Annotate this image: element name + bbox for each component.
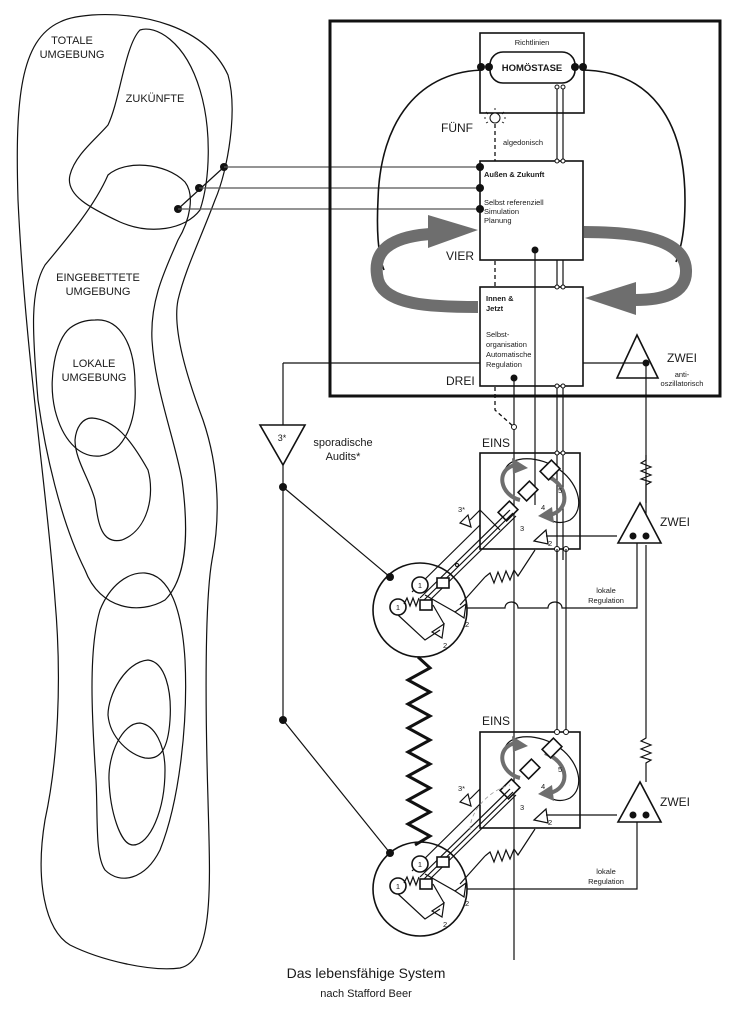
diagram-subtitle: nach Stafford Beer: [320, 988, 412, 1000]
op1-num-2: 2: [548, 539, 552, 548]
op1-unit-num-1a: 1: [418, 581, 422, 590]
system3-box: [479, 286, 584, 387]
local-sub-outline-2b: [108, 722, 166, 846]
system4-label: VIER: [446, 249, 474, 263]
op2-damper-icon: [639, 733, 653, 782]
op1-system2-triangle: [616, 501, 663, 544]
local-environment-outline-2: [91, 572, 187, 879]
system4-box: [479, 160, 584, 261]
system3-line-2: organisation: [486, 340, 527, 349]
system2-label: ZWEI: [667, 351, 697, 365]
system2-note-2: oszillatorisch: [661, 379, 704, 388]
system4-line-2: Simulation: [484, 207, 519, 216]
op2-unit-num-1a: 1: [418, 860, 422, 869]
label-total-environment-1: TOTALE: [51, 35, 93, 47]
label-total-environment-2: UMGEBUNG: [40, 49, 105, 61]
op2-unit-num-1b: 1: [396, 882, 400, 891]
op2-unit-num-2b: 2: [443, 920, 447, 929]
arrowhead-right-icon: [428, 215, 478, 248]
audit-symbol: 3*: [278, 433, 287, 443]
local-sub-outline-2a: [107, 659, 171, 759]
op1-unit-num-2b: 2: [443, 641, 447, 650]
op1-num-5: 5: [558, 486, 562, 495]
op1-system2-label: ZWEI: [660, 515, 690, 529]
system3-title-1: Innen &: [486, 294, 514, 303]
label-futures: ZUKÜNFTE: [126, 93, 185, 105]
op1-local-regulation-1: lokale: [596, 586, 616, 595]
op2-system2-label: ZWEI: [660, 795, 690, 809]
op2-num-5: 5: [558, 765, 562, 774]
audit-label-2: Audits*: [326, 451, 362, 463]
system3-line-4: Regulation: [486, 360, 522, 369]
environment-region: TOTALE UMGEBUNG ZUKÜNFTE EINGEBETTETE UM…: [16, 14, 233, 970]
system3-label: DREI: [446, 374, 475, 388]
op2-num-4: 4: [541, 782, 545, 791]
system3-line-1: Selbst-: [486, 330, 510, 339]
system4-line-1: Selbst referenziell: [484, 198, 544, 207]
system3-title-2: Jetzt: [486, 304, 504, 313]
operation-2-management-box: [479, 731, 581, 829]
system4-line-3: Planung: [484, 216, 512, 225]
audit-label-1: sporadische: [313, 437, 372, 449]
system5-label: FÜNF: [441, 121, 473, 135]
homeostat-loop-arrows: [370, 215, 692, 315]
op2-unit-num-2a: 2: [465, 899, 469, 908]
embedded-environment-outline: [32, 164, 191, 609]
diagram-title: Das lebensfähige System: [287, 965, 446, 981]
label-local-environment-1: LOKALE: [73, 358, 116, 370]
op2-num-2: 2: [548, 818, 552, 827]
operation-1: EINS 5 4 3 2 3*: [372, 436, 690, 733]
system4-title: Außen & Zukunft: [484, 170, 545, 179]
operation-2: EINS 5 4 3 2 3* 1 1: [372, 714, 690, 937]
op1-unit-num-2a: 2: [465, 620, 469, 629]
op2-system2-triangle: [616, 780, 663, 823]
op2-local-regulation-1: lokale: [596, 867, 616, 876]
inter-operation-spring: [404, 655, 434, 847]
op1-num-3: 3: [520, 524, 524, 533]
system2-note-1: anti-: [675, 370, 690, 379]
local-environment-outline: [51, 319, 136, 457]
total-environment-outline: [16, 14, 233, 970]
system2-triangle: [615, 333, 660, 379]
label-embedded-environment-1: EINGEBETTETE: [56, 272, 140, 284]
op2-num-3: 3: [520, 803, 524, 812]
operation-1-management-box: [479, 452, 581, 550]
system3-line-3: Automatische: [486, 350, 531, 359]
operation-1-label: EINS: [482, 436, 510, 450]
op1-num-4: 4: [541, 503, 545, 512]
system5-box-title: Richtlinien: [515, 38, 550, 47]
homeostasis-label: HOMÖSTASE: [502, 63, 563, 74]
label-embedded-environment-2: UMGEBUNG: [66, 286, 131, 298]
audit-triangle: [258, 424, 307, 467]
metasystem-frame: [328, 19, 722, 398]
futures-outline: [68, 28, 209, 230]
local-environment-sub-outline: [74, 417, 152, 542]
op1-unit-num-1b: 1: [396, 603, 400, 612]
arrowhead-left-icon: [585, 282, 636, 315]
op1-num-3star: 3*: [458, 505, 465, 514]
op2-num-3star: 3*: [458, 784, 465, 793]
label-local-environment-2: UMGEBUNG: [62, 372, 127, 384]
algedonic-label: algedonisch: [503, 138, 543, 147]
op1-damper-icon: [639, 455, 653, 503]
op2-local-regulation-2: Regulation: [588, 877, 624, 886]
op1-local-regulation-2: Regulation: [588, 596, 624, 605]
operation-2-label: EINS: [482, 714, 510, 728]
lamp-icon: [484, 108, 506, 124]
